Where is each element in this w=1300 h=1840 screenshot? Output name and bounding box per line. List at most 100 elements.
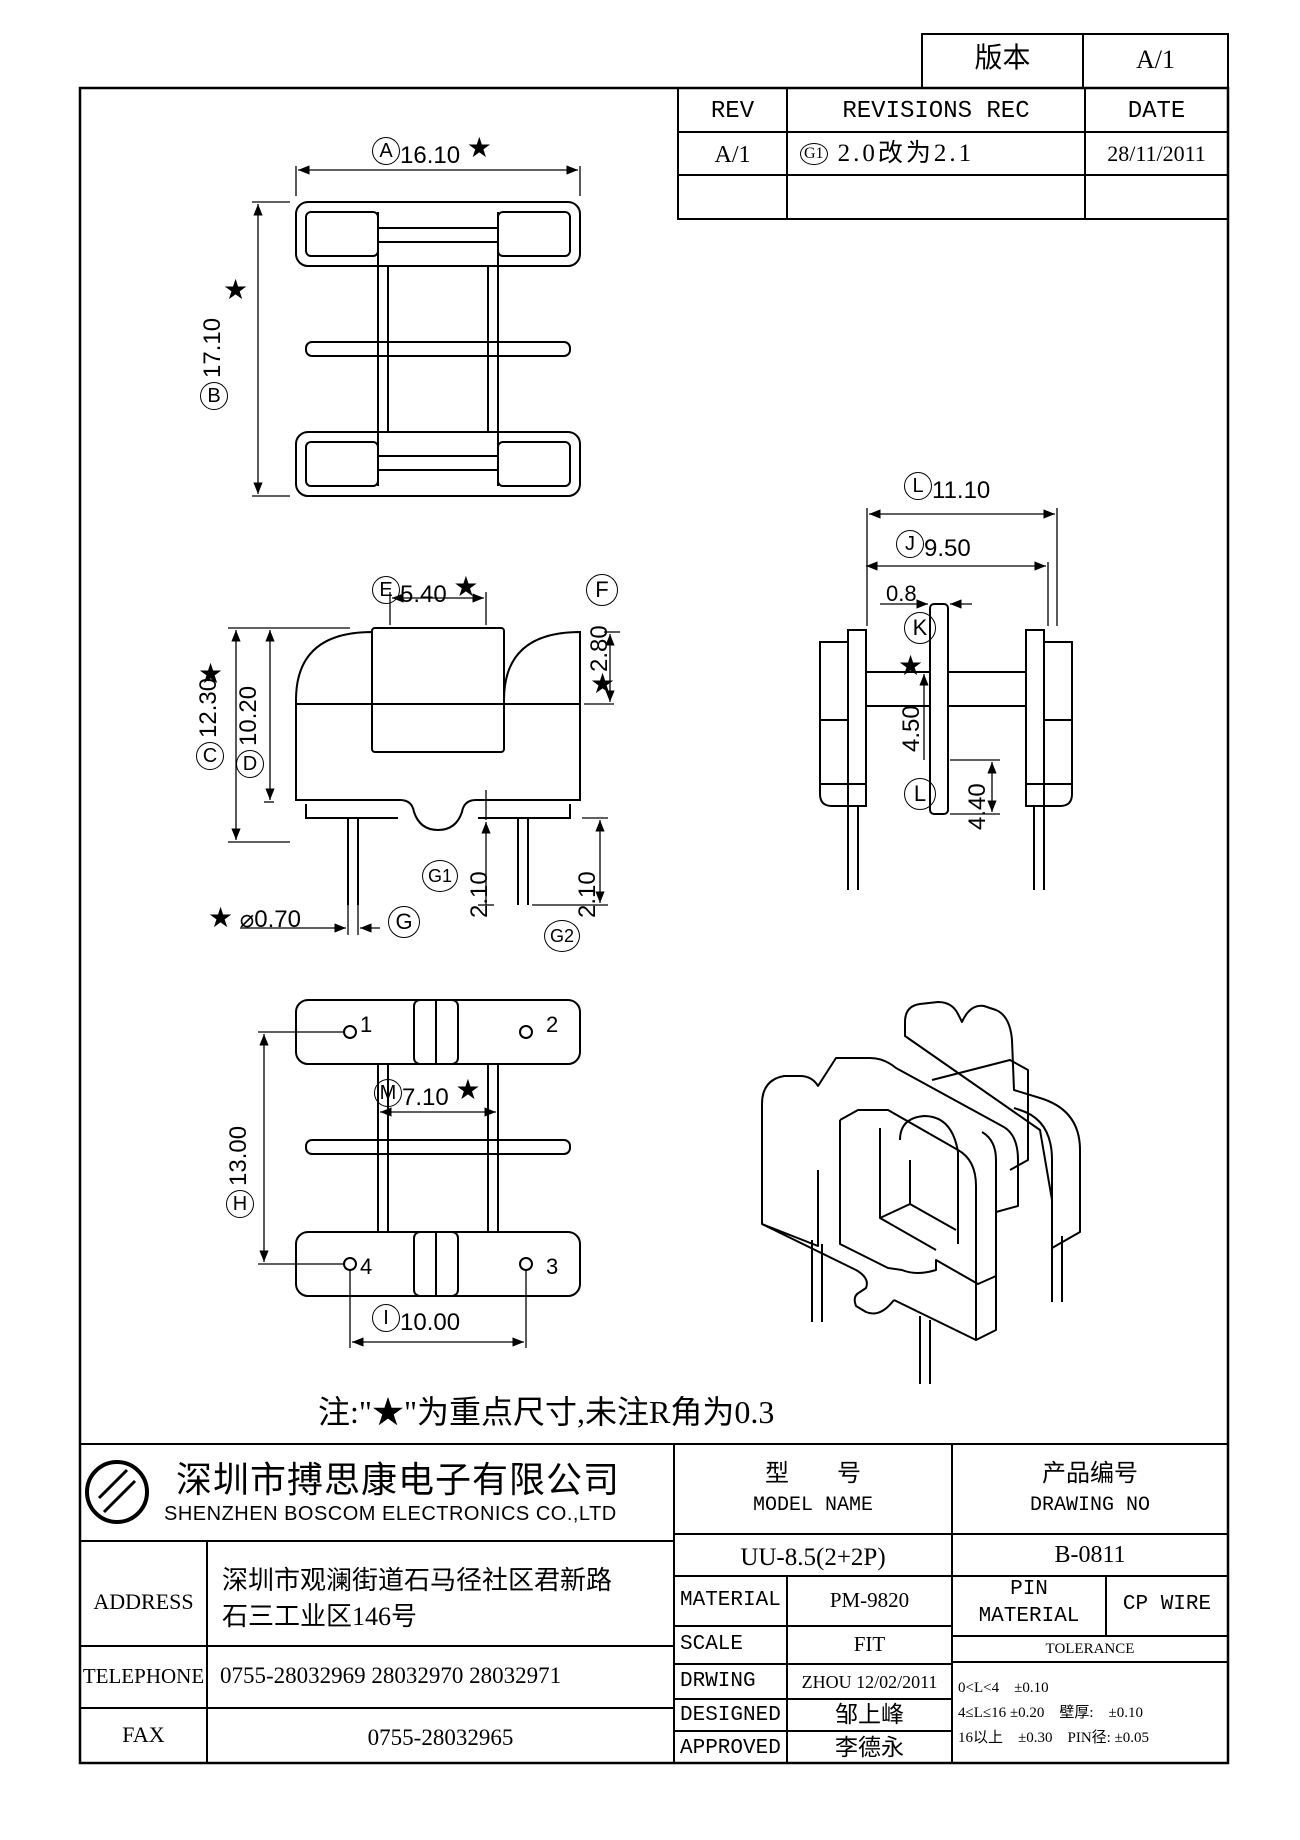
telephone-label: TELEPHONE [82,1664,205,1688]
tag-g: G [388,906,420,938]
tag-l: L [904,472,932,500]
pin-3-label: 3 [546,1254,559,1279]
model-value: UU-8.5(2+2P) [740,1544,886,1571]
rev-header: REV [710,98,755,125]
g2-value: 2.10 [574,871,601,918]
tag-f: F [586,574,618,606]
model-label-en: MODEL NAME [752,1494,874,1517]
fax-label: FAX [122,1722,165,1747]
company-name-en: SHENZHEN BOSCOM ELECTRONICS CO.,LTD [164,1503,617,1525]
drawing-by-label: DRWING [680,1670,756,1693]
telephone-value: 0755-28032969 28032970 28032971 [220,1663,562,1688]
tolerance-row-3: 16以上 ±0.30 PIN径: ±0.05 [958,1730,1150,1746]
tag-j: J [896,530,924,558]
tag-e: E [372,576,400,604]
width-value: 16.10 [400,142,461,169]
drawing-no-label-en: DRAWING NO [1029,1494,1151,1517]
height-value: 17.10 [199,317,226,378]
tag-i: I [372,1304,400,1332]
drawing-no-label-cn: 产品编号 [1042,1461,1138,1487]
address-line-2: 石三工业区146号 [222,1602,418,1631]
pin-material-value: CP WIRE [1122,1593,1212,1616]
key-star: ★ [208,902,234,933]
tolerance-row-1: 0<L<4 ±0.10 [958,1680,1049,1696]
d-dim: D 10.20 [235,685,264,778]
core-width-value: 5.40 [400,581,447,608]
m-value: 7.10 [402,1084,449,1111]
pin-material-label-1: PIN [1010,1578,1048,1601]
scale-label: SCALE [680,1633,744,1656]
drawing-note: 注:"★"为重点尺寸,未注R角为0.3 [318,1394,775,1430]
key-star: ★ [223,274,249,305]
drawing-by-value: ZHOU 12/02/2011 [801,1672,938,1692]
approved-label: APPROVED [680,1737,781,1760]
scale-value: FIT [853,1632,886,1656]
tag-g2: G2 [544,920,580,952]
pin-1-label: 1 [360,1012,373,1037]
fax-value: 0755-28032965 [367,1725,514,1750]
tolerance-row-2: 4≤L≤16 ±0.20 壁厚: ±0.10 [958,1705,1144,1721]
material-label: MATERIAL [680,1589,781,1612]
pin-dia-dim: ★ ⌀0.70 [208,904,301,932]
model-label-cn: 型 号 [765,1461,861,1487]
top-height-dim: B 17.10 [199,317,228,410]
i-value: 10.00 [400,1309,461,1336]
key-star: ★ [898,650,924,681]
date-header: DATE [1127,98,1186,125]
tag-c: C [196,742,224,770]
pin-4-label: 4 [360,1254,373,1279]
revisions-rec-header: REVISIONS REC [842,98,1030,125]
approved-value: 李德永 [835,1735,904,1760]
pin-2-label: 2 [546,1012,559,1037]
revision-date: 28/11/2011 [1107,141,1206,166]
company-name-cn: 深圳市搏思康电子有限公司 [176,1460,621,1500]
tag-k: K [904,612,936,644]
revision-text: 2.0改为2.1 [837,140,975,167]
pin-material-label-2: MATERIAL [978,1605,1080,1628]
revision-tag: G1 [800,143,828,165]
designed-value: 邹上峰 [835,1702,904,1727]
h-value: 13.00 [225,1125,252,1186]
tag-m: M [374,1079,402,1107]
tag-g1: G1 [422,860,458,892]
inner-height-value: 4.50 [898,705,925,752]
key-star: ★ [453,571,479,602]
tag-a: A [372,137,400,165]
version-label: 版本 [974,43,1031,74]
pin-dia-value: ⌀0.70 [239,906,301,933]
address-label: ADDRESS [93,1589,194,1614]
l-value: 11.10 [932,477,991,504]
key-star: ★ [198,658,224,689]
tolerance-label: TOLERANCE [1045,1641,1135,1657]
tag-b: B [200,382,228,410]
tag-d: D [236,750,264,778]
key-star: ★ [466,132,492,163]
version-value: A/1 [1136,45,1175,74]
tag-l2: L [904,778,936,810]
drawing-no-value: B-0811 [1054,1542,1126,1568]
f-value: 2.80 [586,625,613,672]
h-dim: H 13.00 [225,1125,254,1218]
key-star: ★ [455,1074,481,1105]
c-value: 12.30 [195,677,222,738]
thickness-value: 0.8 [886,581,917,606]
material-value: PM-9820 [829,1588,910,1612]
g1-value: 2.10 [466,871,493,918]
rev-value: A/1 [714,142,751,168]
c-dim: C 12.30 [195,677,224,770]
designed-label: DESIGNED [680,1704,781,1727]
key-star: ★ [590,668,616,699]
l2-value: 4.40 [964,783,991,830]
j-value: 9.50 [924,535,971,562]
revision-desc: G1 2.0改为2.1 [800,141,974,166]
d-value: 10.20 [235,685,262,746]
tag-h: H [226,1190,254,1218]
